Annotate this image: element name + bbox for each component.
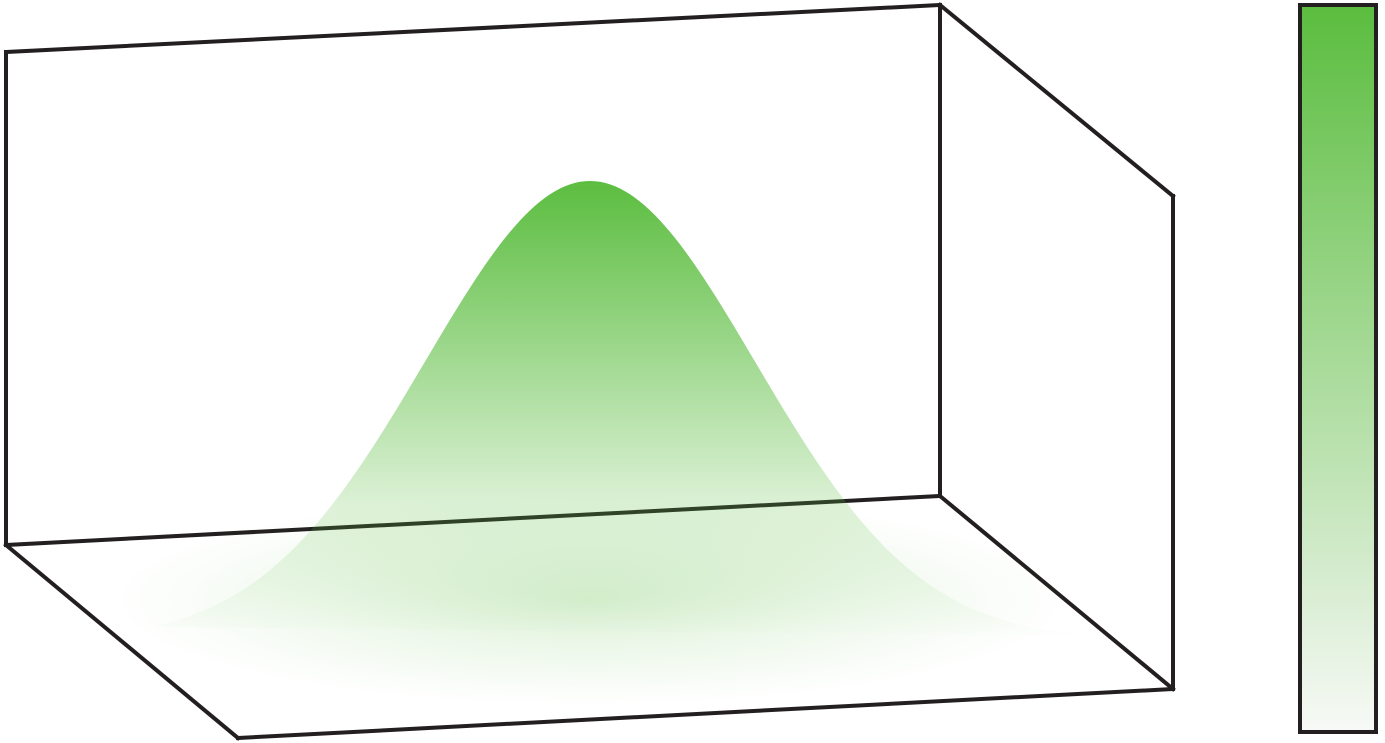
box-front-floor-edge	[235, 686, 1176, 741]
box-back-top-edge	[3, 2, 943, 55]
gaussian-peak-surface	[150, 181, 1100, 637]
box-left-floor-edge	[3, 542, 241, 741]
bounding-box-front-edges	[3, 542, 1176, 741]
box-right-top-edge	[937, 2, 1176, 199]
colorbar	[1298, 3, 1378, 734]
